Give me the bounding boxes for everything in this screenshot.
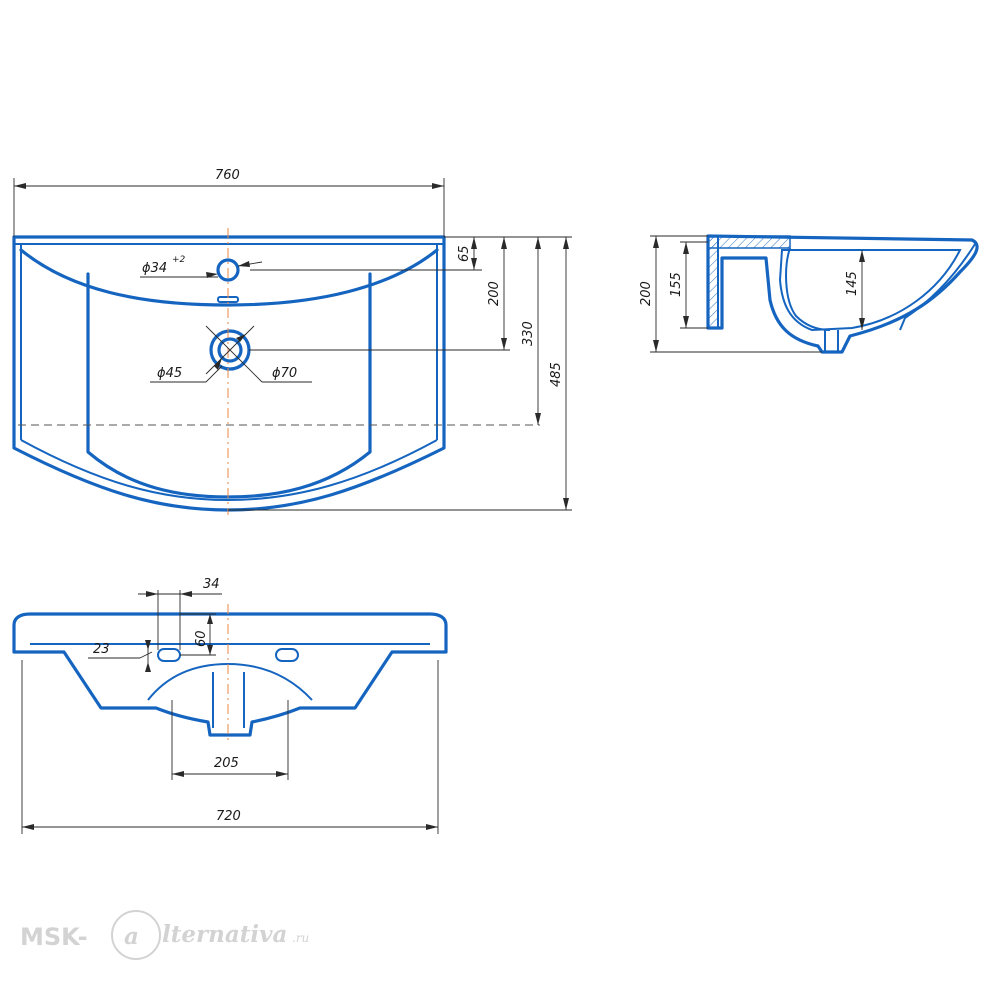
front-view-bowl-arc (147, 662, 313, 701)
top-view: 760 65 200 330 485 ϕ34 +2 (12, 168, 572, 515)
front-view-slot-right (275, 648, 299, 662)
dim-drain-outer: ϕ70 (272, 366, 297, 381)
dim-slot-width: 34 (203, 577, 220, 592)
watermark-script: lternativa (162, 921, 287, 948)
dim-slot-offset: 23 (93, 642, 110, 657)
front-view-outline (12, 612, 448, 737)
front-view: 34 60 23 205 720 (12, 577, 448, 834)
dim-drain-span: 205 (214, 756, 239, 771)
dim-side-inner-height: 155 (669, 272, 684, 297)
dim-485: 485 (549, 362, 564, 387)
dim-bowl-depth: 145 (845, 271, 860, 296)
watermark-domain: .ru (292, 931, 309, 945)
side-view: 200 155 145 (639, 234, 979, 354)
dim-tap-hole-tolerance: +2 (172, 255, 186, 265)
watermark: MSK- a lternativa .ru (20, 910, 309, 960)
watermark-brand: MSK- (20, 923, 88, 951)
dim-base-width: 720 (216, 809, 241, 824)
side-view-inner-bowl (778, 249, 962, 332)
side-view-bowl-wall (785, 247, 831, 331)
top-view-deck-curve (19, 248, 439, 307)
top-view-front-arc (20, 439, 438, 502)
dim-65: 65 (457, 245, 472, 262)
dim-drain-inner: ϕ45 (157, 366, 182, 381)
watermark-at-glyph: a (124, 923, 139, 950)
drain-inner (217, 337, 243, 363)
side-view-outline (706, 234, 979, 354)
front-view-drain-spigot (212, 672, 245, 728)
front-view-slot-left (157, 648, 181, 662)
top-view-bowl (86, 272, 372, 499)
dim-200: 200 (487, 281, 502, 306)
side-view-front-lip (899, 243, 976, 331)
tap-hole (216, 258, 240, 282)
dim-tap-hole: ϕ34 (142, 261, 167, 276)
dim-slot-height: 60 (194, 630, 209, 647)
dim-side-height: 200 (639, 281, 654, 306)
watermark-at-icon (111, 910, 161, 960)
dim-330: 330 (521, 321, 536, 346)
dim-760: 760 (215, 168, 240, 183)
